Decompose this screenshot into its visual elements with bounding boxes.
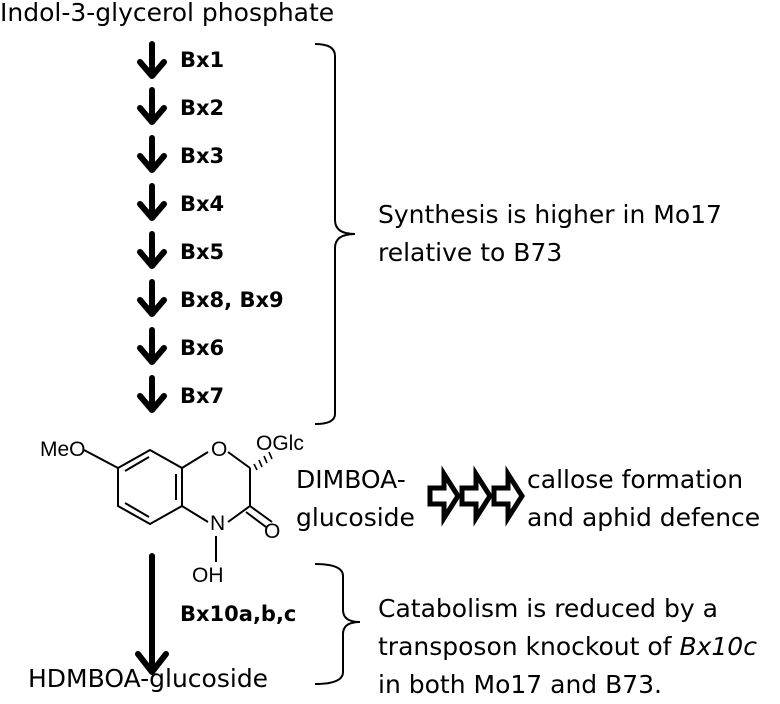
effect-line1: callose formation — [527, 465, 744, 494]
synthesis-note-line2: relative to B73 — [378, 238, 563, 267]
hollow-arrow-3 — [491, 465, 525, 527]
step-label-bx8-bx9: Bx8, Bx9 — [180, 288, 284, 312]
step-label-bx2: Bx2 — [180, 96, 225, 120]
step-arrow-7 — [137, 327, 167, 365]
step-arrow-8 — [137, 375, 167, 413]
step-arrow-3 — [137, 135, 167, 173]
synthesis-note: Synthesis is higher in Mo17 relative to … — [378, 196, 722, 272]
product-line1: DIMBOA- — [296, 465, 406, 494]
catabolism-brace — [314, 563, 361, 685]
catabolism-note-line2: transposon knockout of Bx10c — [378, 628, 757, 666]
step-label-bx6: Bx6 — [180, 336, 225, 360]
catabolism-arrow — [135, 553, 169, 675]
ring-oxygen-label: O — [211, 438, 228, 461]
hydroxyl-label: OH — [192, 564, 224, 587]
step-label-bx10: Bx10a,b,c — [180, 602, 297, 626]
ring-nitrogen-label: N — [210, 512, 226, 535]
effect-line2: and aphid defence — [527, 503, 761, 532]
oglc-label: OGlc — [256, 432, 304, 455]
synthesis-note-line1: Synthesis is higher in Mo17 — [378, 200, 722, 229]
catabolism-note-line3: in both Mo17 and B73. — [378, 670, 663, 699]
hollow-arrow-2 — [459, 465, 493, 527]
step-arrow-2 — [137, 87, 167, 125]
carbonyl-oxygen-label: O — [264, 520, 281, 543]
step-label-bx4: Bx4 — [180, 192, 225, 216]
synthesis-brace — [314, 43, 356, 425]
step-label-bx7: Bx7 — [180, 384, 225, 408]
effect-label: callose formation and aphid defence — [527, 461, 760, 537]
catabolism-note-line2-prefix: transposon knockout of — [378, 632, 680, 661]
hollow-arrow-1 — [427, 465, 461, 527]
step-label-bx3: Bx3 — [180, 144, 225, 168]
dimboa-molecule — [83, 448, 273, 562]
product-label: DIMBOA- glucoside — [296, 461, 415, 537]
step-label-bx5: Bx5 — [180, 240, 225, 264]
step-arrow-6 — [137, 279, 167, 317]
catabolism-note-line1: Catabolism is reduced by a — [378, 594, 718, 623]
step-label-bx1: Bx1 — [180, 48, 225, 72]
start-compound-label: Indol-3-glycerol phosphate — [0, 0, 335, 27]
end-compound-label: HDMBOA-glucoside — [28, 664, 269, 693]
catabolism-note: Catabolism is reduced by a transposon kn… — [378, 590, 757, 704]
step-arrow-1 — [137, 41, 167, 79]
product-line2: glucoside — [296, 503, 415, 532]
catabolism-note-gene: Bx10c — [679, 632, 757, 661]
step-arrow-4 — [137, 183, 167, 221]
effect-arrows — [427, 465, 525, 527]
step-arrow-5 — [137, 231, 167, 269]
meo-label: MeO — [40, 438, 86, 461]
